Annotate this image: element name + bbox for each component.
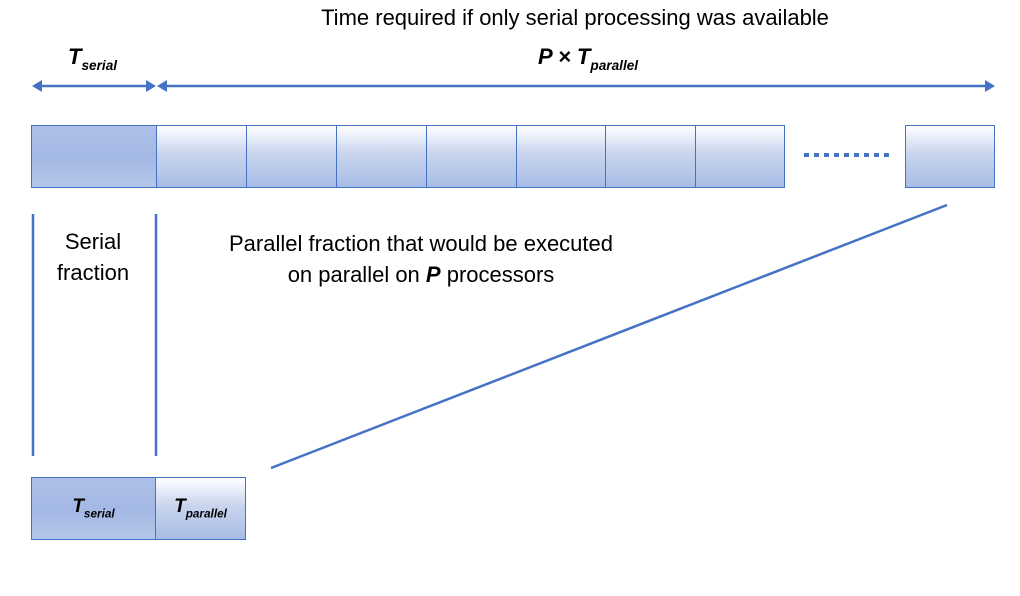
diagram-title: Time required if only serial processing … [321,5,829,30]
bottom-serial-cell: Tserial [31,477,156,540]
parallel-cell [605,125,696,188]
parallel-compression-line [270,203,948,470]
parallel-cell-last [905,125,995,188]
parallel-cell [246,125,337,188]
parallel-fraction-caption: Parallel fraction that would be executed… [228,231,613,287]
parallel-cell [695,125,785,188]
serial-arrow-left-head [32,80,42,92]
top-p-times-tparallel-label: P × Tparallel [538,44,639,74]
parallel-arrow-left-head [157,80,167,92]
parallel-cell [156,125,247,188]
top-tserial-label: Tserial [68,44,118,74]
bottom-tparallel-label: Tparallel [174,496,227,521]
bottom-tserial-label: Tserial [72,496,115,521]
parallel-arrow-right-head [985,80,995,92]
parallel-cell [336,125,427,188]
serial-fraction-caption: Serial fraction [56,229,130,285]
serial-cell [31,125,157,188]
bottom-parallel-cell: Tparallel [155,477,246,540]
parallel-cell [516,125,606,188]
parallel-cell [426,125,517,188]
serial-arrow-right-head [146,80,156,92]
